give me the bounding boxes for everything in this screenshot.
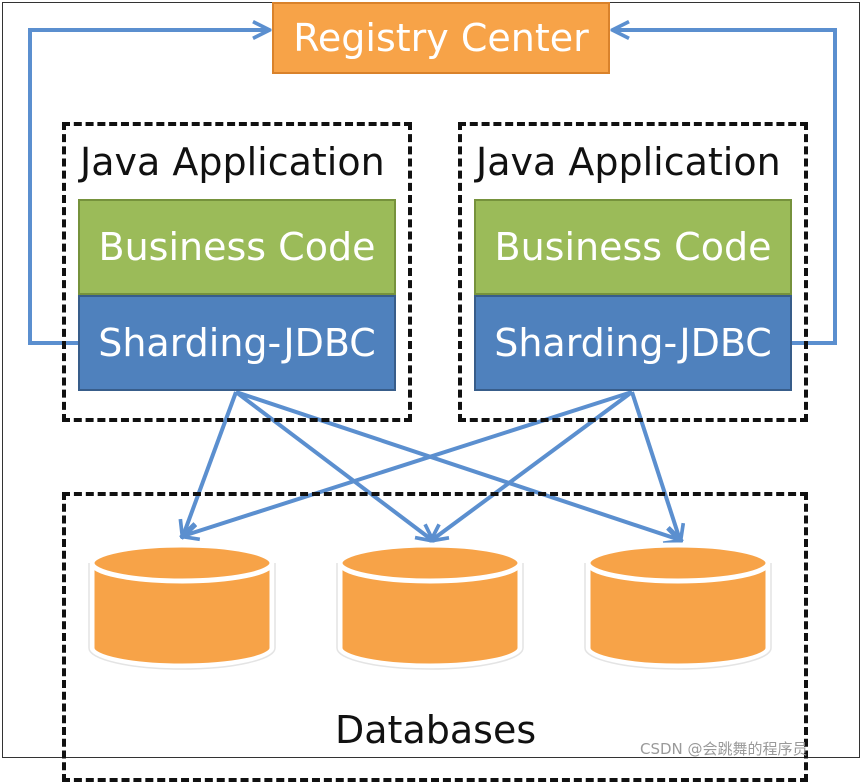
watermark-text: CSDN @会跳舞的程序员: [640, 740, 808, 758]
sharding-jdbc-right-label: Sharding-JDBC: [494, 321, 772, 365]
business-code-left: Business Code: [78, 199, 396, 295]
arrow-right-to-db1: [183, 390, 633, 536]
business-code-right-label: Business Code: [494, 225, 772, 269]
arrow-left-to-db2: [234, 390, 432, 540]
java-app-right-container: [458, 122, 808, 422]
sharding-jdbc-right: Sharding-JDBC: [474, 295, 792, 391]
registry-center-box: Registry Center: [272, 2, 610, 74]
arrow-left-to-db1: [183, 391, 238, 536]
java-app-left-container: [62, 122, 412, 422]
java-app-right-title: Java Application: [476, 140, 781, 184]
business-code-left-label: Business Code: [98, 225, 376, 269]
business-code-right: Business Code: [474, 199, 792, 295]
registry-link-left: [28, 30, 268, 345]
database-icon: [337, 542, 523, 669]
arrow-right-to-db2: [432, 390, 634, 540]
sharding-jdbc-left: Sharding-JDBC: [78, 295, 396, 391]
sharding-jdbc-left-label: Sharding-JDBC: [98, 321, 376, 365]
databases-label: Databases: [335, 708, 537, 752]
arrow-right-to-db3: [630, 391, 680, 540]
java-app-left-title: Java Application: [80, 140, 385, 184]
database-icon: [585, 542, 771, 669]
arrow-left-to-db3: [235, 390, 680, 540]
registry-link-right: [614, 30, 837, 345]
registry-center-label: Registry Center: [293, 16, 589, 60]
database-icon: [89, 542, 275, 669]
